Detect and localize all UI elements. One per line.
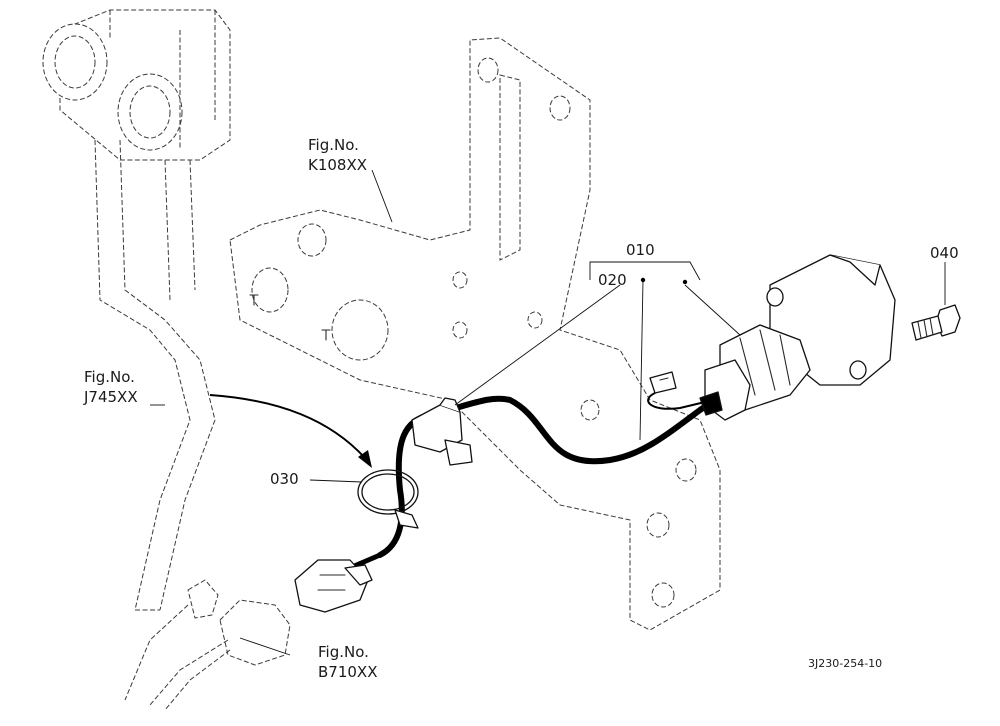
part-label-020: 020 [598,271,627,289]
figure-ref-k108-line1: Fig.No. [308,136,359,154]
harness-connector [294,559,373,613]
part-040-bolt [911,304,961,341]
part-label-010: 010 [626,241,655,259]
part-010-socket [699,254,896,421]
phantom-valve-block [42,9,231,161]
figure-ref-k108-line2: K108XX [308,156,367,174]
part-020-clip [411,397,473,466]
phantom-mounting-plate [229,37,721,631]
drawing-code: 3J230-254-10 [808,657,882,670]
part-label-040: 040 [930,244,959,262]
phantom-hose [94,139,216,611]
leader-lines [150,169,946,656]
part-030-cable-tie [357,469,419,529]
figure-ref-j745: Fig.No. J745XX [83,368,138,406]
figure-ref-b710: Fig.No. B710XX [318,643,377,681]
figure-ref-b710-line2: B710XX [318,663,377,681]
ground-plug [647,371,706,410]
part-label-030: 030 [270,470,299,488]
figure-ref-j745-line1: Fig.No. [84,368,135,386]
figure-ref-j745-line2: J745XX [83,388,138,406]
phantom-mating-connector [124,579,291,711]
figure-ref-k108: Fig.No. K108XX [308,136,367,174]
figure-ref-b710-line1: Fig.No. [318,643,369,661]
